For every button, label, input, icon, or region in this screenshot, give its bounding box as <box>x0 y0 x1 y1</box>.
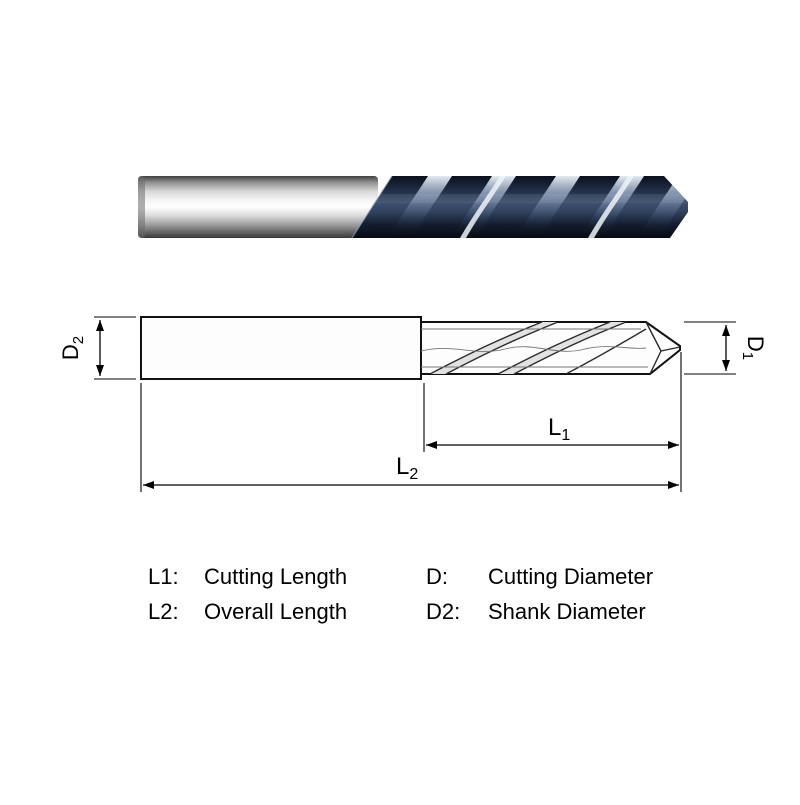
l1-dimension-label: L1 <box>548 414 570 444</box>
l1-label-sub: 1 <box>561 427 570 444</box>
photo-shank-end-chamfer <box>138 176 145 238</box>
legend-term-d2: D2: <box>426 599 461 624</box>
legend-term-l1: L1: <box>148 564 179 589</box>
legend: L1: Cutting Length D: Cutting Diameter L… <box>148 564 708 625</box>
photo-coating-boundary <box>351 175 393 239</box>
drawing-tip-facets <box>645 321 681 375</box>
l2-label-base: L <box>396 453 409 480</box>
legend-desc-l2: Overall Length <box>204 599 348 624</box>
l2-dimension-label: L2 <box>396 453 418 483</box>
dimension-d2: D2 <box>58 316 136 380</box>
d2-label-base: D <box>58 344 83 360</box>
d2-dimension-label: D2 <box>58 336 87 360</box>
technical-drawing <box>140 316 681 380</box>
photo-fluted-section <box>351 175 688 239</box>
dimension-l2: L2 <box>140 383 679 492</box>
l2-label-sub: 2 <box>409 466 418 483</box>
d1-dimension-label: D1 <box>739 336 768 360</box>
legend-desc-d2: Shank Diameter <box>488 599 646 624</box>
d1-label-base: D <box>743 336 768 352</box>
legend-desc-d: Cutting Diameter <box>488 564 654 589</box>
dimension-l1: L1 <box>423 352 682 492</box>
drill-photo <box>138 175 688 239</box>
d2-label-sub: 2 <box>70 336 87 344</box>
photo-shank <box>138 176 378 238</box>
dimension-d1: D1 <box>684 321 768 375</box>
drawing-shank <box>140 316 422 380</box>
l1-label-base: L <box>548 414 561 441</box>
legend-term-l2: L2: <box>148 599 179 624</box>
drawing-flute-lines <box>420 321 648 375</box>
d1-label-sub: 1 <box>739 352 756 360</box>
legend-desc-l1: Cutting Length <box>204 564 348 589</box>
legend-term-d: D: <box>426 564 448 589</box>
